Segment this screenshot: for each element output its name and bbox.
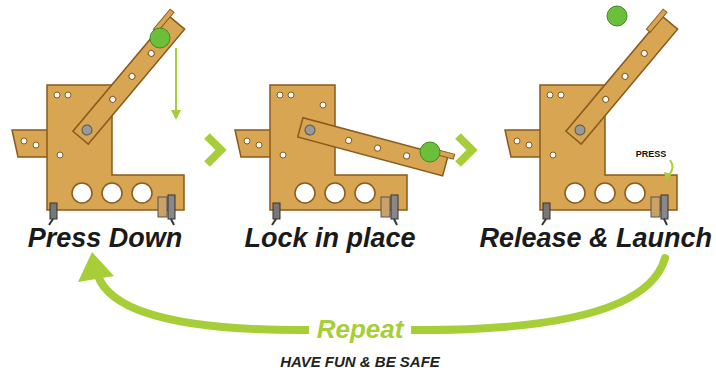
safety-note: HAVE FUN & BE SAFE <box>280 354 440 371</box>
press-callout: PRESS <box>636 150 667 160</box>
step-caption: Release & Launch <box>479 224 712 254</box>
step-caption: Press Down <box>28 224 183 254</box>
step-caption: Lock in place <box>244 224 415 254</box>
loop-label: Repeat <box>309 315 412 344</box>
